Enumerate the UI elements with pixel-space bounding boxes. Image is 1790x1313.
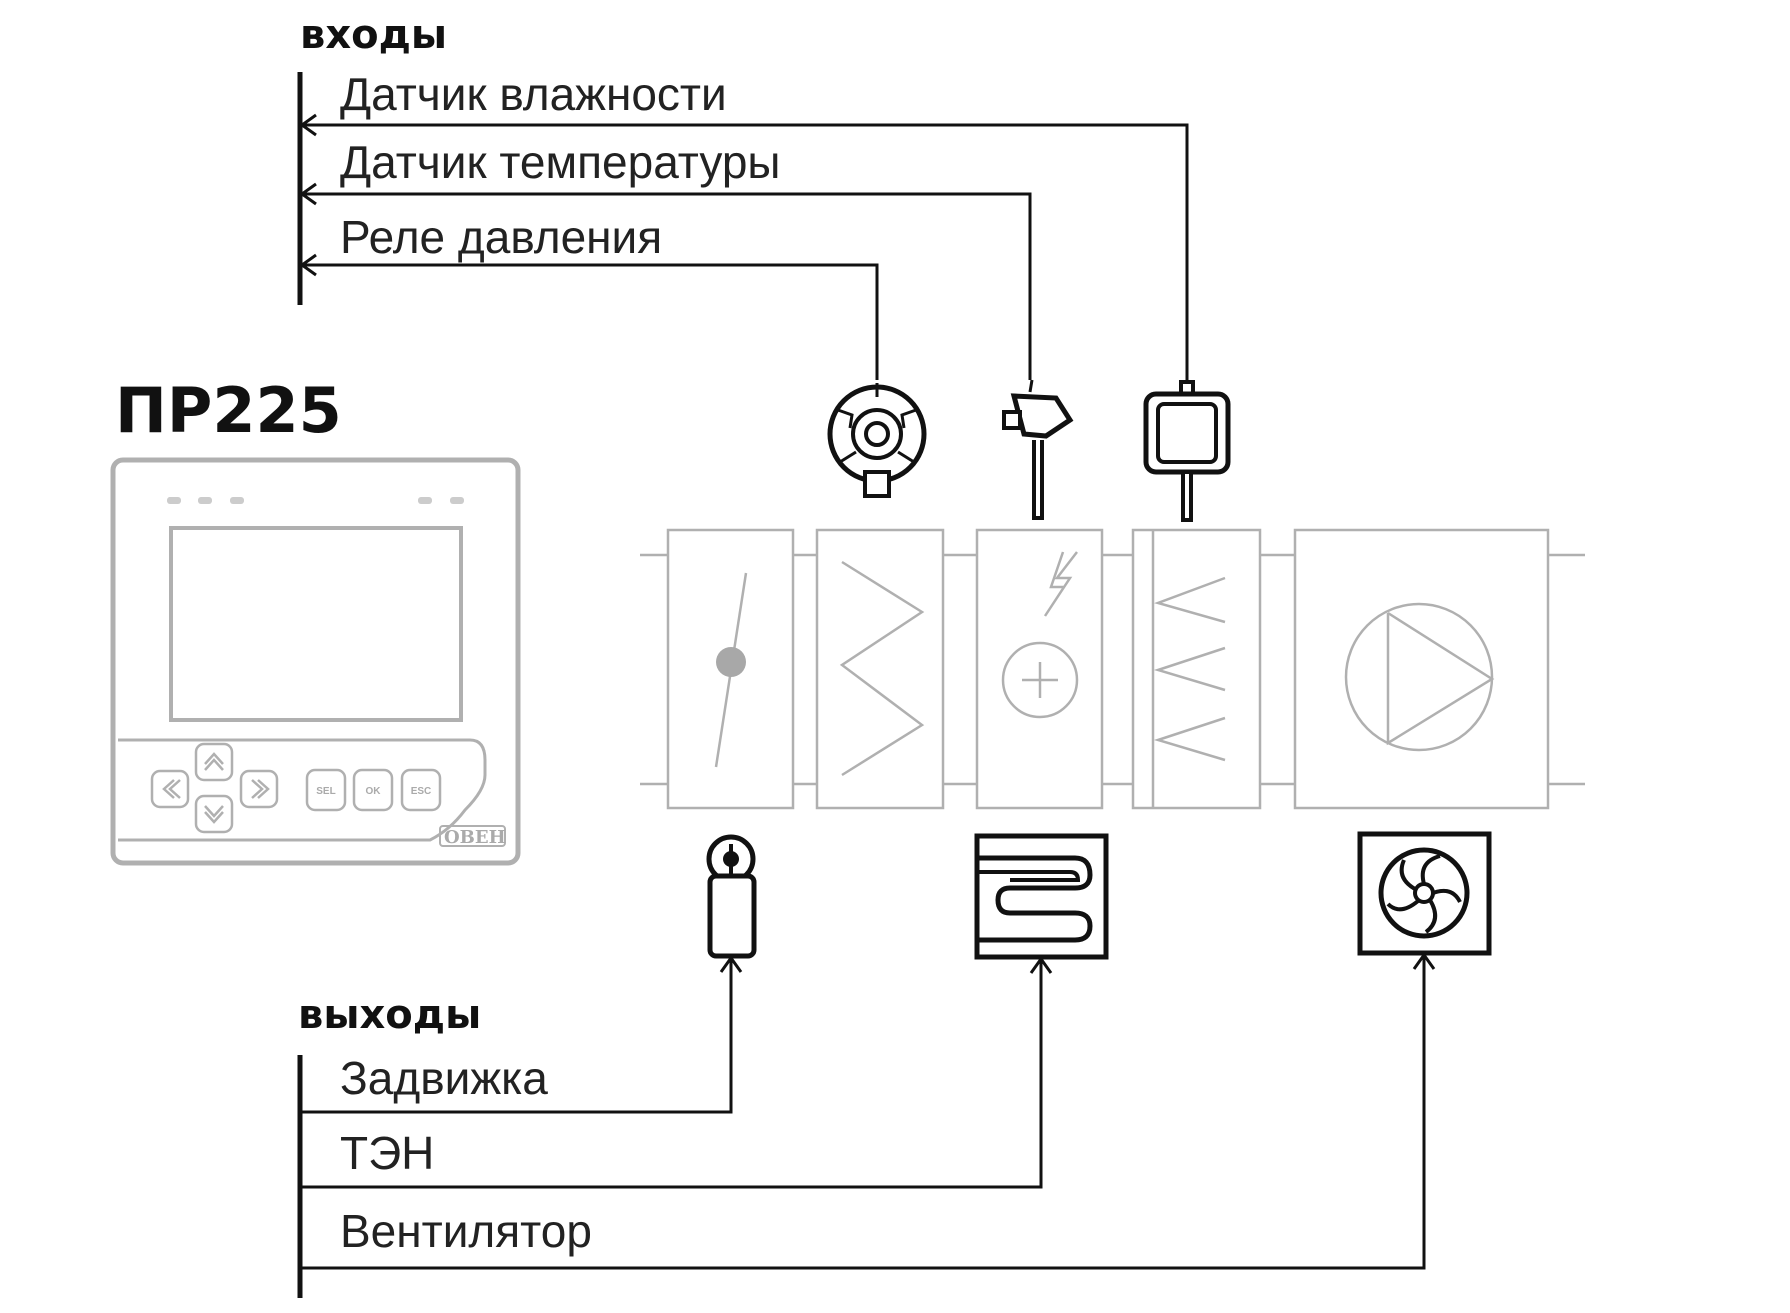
fan-section [1293, 528, 1550, 810]
humidity-sensor-icon [1143, 380, 1231, 522]
damper-actuator-icon [706, 834, 757, 959]
temperature-sensor-icon [1002, 379, 1074, 520]
lightning-icon [1043, 551, 1078, 617]
led-3-icon [230, 497, 244, 504]
chevron-left-icon [162, 779, 175, 799]
sel-button [305, 768, 347, 812]
arrow-pressure-icon [299, 253, 317, 277]
led-5-icon [450, 497, 464, 504]
filter-section [815, 528, 945, 810]
led-4-icon [418, 497, 432, 504]
damper-pivot-icon [716, 647, 746, 677]
outputs-group: выходы Задвижка ТЭН Вентилятор [297, 952, 1436, 1298]
arrow-damper-icon [719, 955, 743, 973]
right-button [239, 769, 279, 809]
esc-button [400, 768, 442, 812]
controller-group: ПР225 SEL OK ESC ОВЕН [110, 374, 521, 866]
controller-screen [169, 526, 463, 722]
keypad-panel [118, 738, 487, 842]
ok-button-label: OK [366, 786, 382, 797]
output-label-damper: Задвижка [340, 1052, 548, 1104]
chevron-right-icon [251, 779, 264, 799]
wire-pressure [302, 263, 879, 380]
brand-logo: ОВЕН [439, 825, 506, 848]
output-label-heater: ТЭН [340, 1127, 434, 1179]
ok-button [352, 768, 394, 812]
led-2-icon [198, 497, 212, 504]
up-button [194, 742, 234, 782]
left-button [150, 769, 190, 809]
arrow-heater-icon [1029, 956, 1053, 974]
input-label-humidity: Датчик влажности [340, 68, 727, 120]
sel-button-label: SEL [316, 786, 335, 797]
esc-button-label: ESC [411, 786, 432, 797]
bag-filter-section [1131, 528, 1262, 810]
pressure-relay-icon [827, 383, 927, 498]
chevron-up-icon [204, 752, 224, 765]
air-handling-unit [640, 528, 1585, 810]
damper-section [666, 528, 795, 810]
wire-damper [302, 958, 733, 1114]
input-label-pressure: Реле давления [340, 211, 662, 263]
arrow-humidity-icon [299, 113, 317, 137]
input-label-temperature: Датчик температуры [340, 136, 780, 188]
heating-element-icon [974, 833, 1109, 960]
wire-heater [302, 959, 1043, 1189]
inputs-group: входы Датчик влажности Датчик температур… [297, 12, 1189, 380]
wire-humidity [302, 123, 1189, 380]
fan-icon [1357, 831, 1492, 956]
wire-temperature [302, 192, 1032, 380]
controller-model: ПР225 [115, 374, 342, 447]
electric-heater-section [975, 528, 1104, 810]
arrow-fan-icon [1412, 952, 1436, 970]
wire-fan [302, 955, 1426, 1270]
arrow-temperature-icon [299, 182, 317, 206]
outputs-header: выходы [298, 992, 481, 1038]
down-button [194, 794, 234, 834]
inputs-header: входы [300, 12, 447, 58]
led-0-icon [167, 497, 181, 504]
output-label-fan: Вентилятор [340, 1205, 592, 1257]
chevron-down-icon [204, 805, 224, 818]
svg-text:ОВЕН: ОВЕН [444, 827, 506, 848]
